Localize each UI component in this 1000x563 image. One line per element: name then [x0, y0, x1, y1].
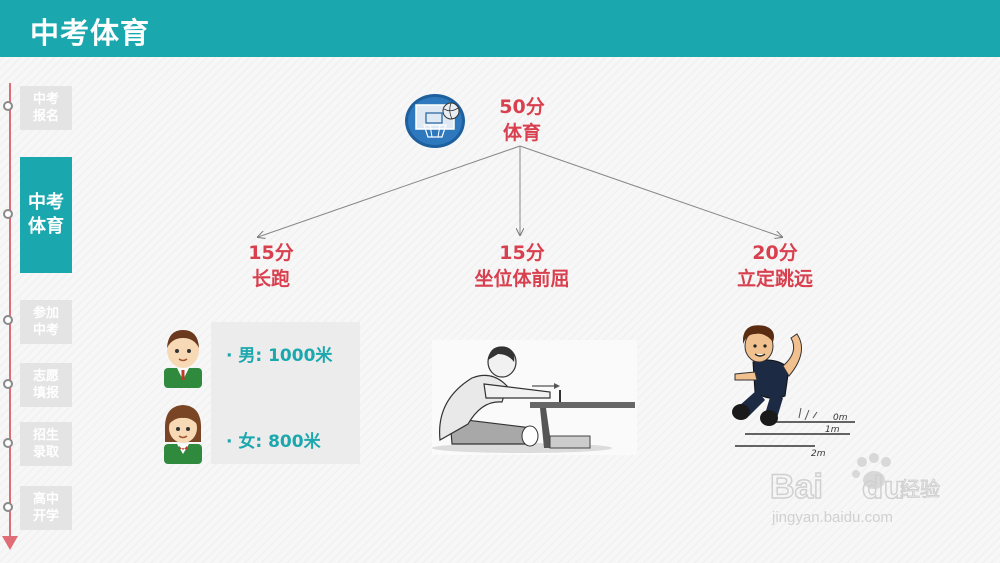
female-distance-text: 女: 800米 [238, 432, 321, 452]
branch-long-jump: 20分 立定跳远 [720, 240, 830, 292]
long-jump-illustration: 0m 1m 2m [732, 325, 855, 459]
bullet-icon: · [226, 346, 239, 366]
root-name: 体育 [502, 122, 541, 144]
jump-mark: 2m [811, 449, 826, 459]
baidu-jingyan-watermark: Bai du 经验 jingyan.baidu.com [770, 453, 941, 526]
timeline-dot [3, 379, 13, 389]
timeline-item-admission[interactable]: 招生录取 [20, 422, 72, 466]
male-distance-item: · 男: 1000米 [226, 341, 332, 366]
male-distance-text: 男: 1000米 [238, 346, 333, 366]
branch-running: 15分 长跑 [221, 240, 321, 292]
timeline-item-registration[interactable]: 中考报名 [20, 86, 72, 130]
timeline-item-label: 中考体育 [28, 192, 64, 237]
timeline-item-take-exam[interactable]: 参加中考 [20, 300, 72, 344]
female-distance-item: · 女: 800米 [226, 427, 321, 452]
svg-text:经验: 经验 [900, 477, 940, 501]
girl-avatar-icon [164, 405, 202, 464]
page-title: 中考体育 [30, 16, 151, 50]
boy-avatar-icon [164, 330, 202, 388]
branch-score: 15分 [499, 242, 545, 264]
timeline-item-label: 中考报名 [32, 92, 59, 124]
jump-mark: 1m [825, 425, 840, 435]
timeline-item-application[interactable]: 志愿填报 [20, 363, 72, 407]
root-node: 50分 体育 [470, 94, 574, 146]
timeline-line [9, 83, 11, 543]
timeline-dot [3, 315, 13, 325]
branch-score: 20分 [752, 242, 798, 264]
bullet-icon: · [226, 432, 239, 452]
timeline-item-pe-exam[interactable]: 中考体育 [20, 157, 72, 273]
svg-text:du: du [862, 471, 905, 506]
running-panel [211, 322, 360, 464]
svg-text:jingyan.baidu.com: jingyan.baidu.com [771, 509, 893, 526]
timeline-dot [3, 209, 13, 219]
timeline-item-label: 志愿填报 [32, 369, 59, 401]
jump-mark: 0m [833, 413, 848, 423]
root-score: 50分 [499, 96, 545, 118]
timeline-dot [3, 101, 13, 111]
timeline-dot [3, 502, 13, 512]
timeline-arrow-icon [2, 536, 18, 550]
branch-score: 15分 [248, 242, 294, 264]
branch-name: 长跑 [251, 268, 290, 290]
svg-text:Bai: Bai [770, 468, 823, 506]
header-bar: 中考体育 [0, 0, 1000, 57]
sit-and-reach-illustration [432, 340, 637, 455]
timeline-item-label: 招生录取 [32, 428, 59, 460]
timeline-dot [3, 438, 13, 448]
timeline-item-label: 参加中考 [32, 306, 59, 338]
timeline-item-school-start[interactable]: 高中开学 [20, 486, 72, 530]
branch-name: 坐位体前屈 [474, 268, 570, 290]
timeline-item-label: 高中开学 [32, 492, 59, 524]
basketball-hoop-icon [405, 94, 465, 148]
branch-sit-and-reach: 15分 坐位体前屈 [455, 240, 589, 292]
branch-name: 立定跳远 [736, 268, 813, 290]
